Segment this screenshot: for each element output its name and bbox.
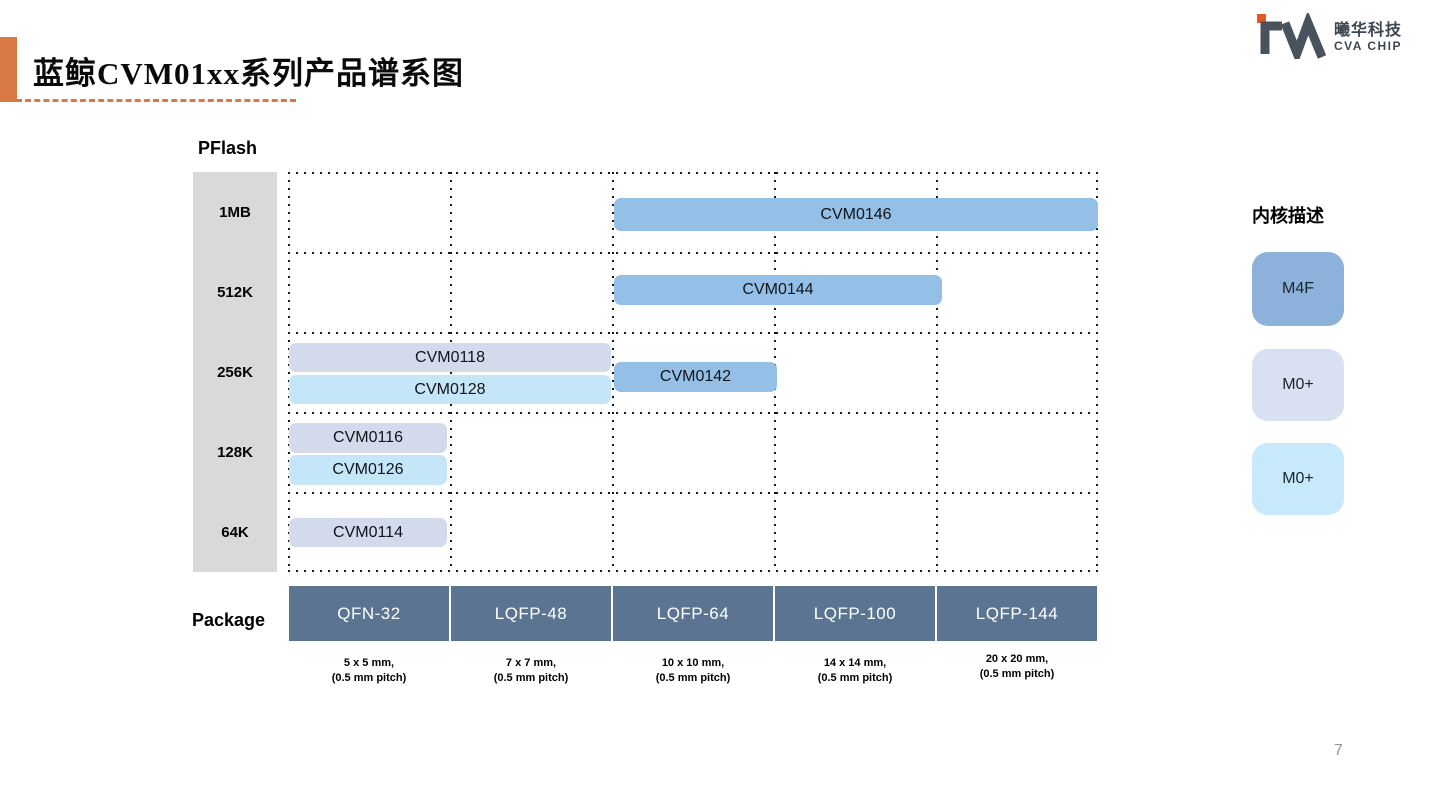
- grid-hline: [288, 492, 1098, 494]
- package-size-line1: 7 x 7 mm,: [505, 657, 557, 669]
- company-name-cn: 曦华科技: [1334, 22, 1403, 40]
- company-name: 曦华科技 CVA CHIP: [1334, 22, 1403, 54]
- legend-chip-m0plus-2: M0+: [1252, 443, 1344, 515]
- product-bar-cvm0118: CVM0118: [289, 343, 611, 372]
- package-size-qfn32: 5 x 5 mm, (0.5 mm pitch): [288, 656, 450, 686]
- x-axis-title: Package: [192, 610, 266, 630]
- product-bar-cvm0142: CVM0142: [614, 362, 777, 392]
- package-size-lqfp64: 10 x 10 mm, (0.5 mm pitch): [612, 656, 774, 686]
- page-number: 7: [1334, 742, 1343, 759]
- y-tick-1mb: 1MB: [219, 204, 251, 221]
- grid-hline: [288, 570, 1098, 572]
- legend-chip-m0plus-1: M0+: [1252, 349, 1344, 421]
- grid-vline: [612, 172, 614, 572]
- package-size-lqfp48: 7 x 7 mm, (0.5 mm pitch): [450, 656, 612, 686]
- cva-logo-mark-icon: [1248, 10, 1327, 66]
- package-size-line1: 14 x 14 mm,: [823, 657, 887, 669]
- package-size-line1: 20 x 20 mm,: [985, 653, 1049, 665]
- y-axis-band: [193, 172, 277, 572]
- package-size-line2: (0.5 mm pitch): [493, 671, 569, 684]
- package-size-line2: (0.5 mm pitch): [655, 671, 731, 684]
- company-name-en: CVA CHIP: [1334, 39, 1403, 54]
- package-size-line2: (0.5 mm pitch): [817, 671, 893, 684]
- package-size-line1: 10 x 10 mm,: [661, 657, 725, 669]
- package-size-line1: 5 x 5 mm,: [343, 657, 395, 669]
- package-cell-lqfp144: LQFP-144: [937, 586, 1097, 641]
- product-bar-cvm0114: CVM0114: [289, 518, 447, 547]
- package-size-lqfp100: 14 x 14 mm, (0.5 mm pitch): [774, 656, 936, 686]
- grid-vline: [936, 172, 938, 572]
- y-tick-64k: 64K: [221, 524, 249, 541]
- package-cell-lqfp64: LQFP-64: [613, 586, 773, 641]
- package-cell-lqfp100: LQFP-100: [775, 586, 935, 641]
- page-title: 蓝鲸CVM01xx系列产品谱系图: [33, 56, 465, 91]
- package-size-lqfp144: 20 x 20 mm, (0.5 mm pitch): [936, 652, 1098, 682]
- grid-hline: [288, 332, 1098, 334]
- package-size-line2: (0.5 mm pitch): [979, 667, 1055, 680]
- package-cell-lqfp48: LQFP-48: [451, 586, 611, 641]
- company-logo: 曦华科技 CVA CHIP: [1248, 10, 1428, 66]
- grid-vline: [288, 172, 290, 572]
- legend-title: 内核描述: [1252, 206, 1324, 226]
- y-tick-512k: 512K: [217, 284, 253, 301]
- y-tick-256k: 256K: [217, 364, 253, 381]
- product-bar-cvm0126: CVM0126: [289, 455, 447, 485]
- grid-vline: [450, 172, 452, 572]
- legend-chip-m4f: M4F: [1252, 252, 1344, 326]
- grid-hline: [288, 412, 1098, 414]
- product-bar-cvm0144: CVM0144: [614, 275, 942, 305]
- package-size-line2: (0.5 mm pitch): [331, 671, 407, 684]
- product-bar-cvm0116: CVM0116: [289, 423, 447, 453]
- grid-hline: [288, 252, 1098, 254]
- grid-hline: [288, 172, 1098, 174]
- package-cell-qfn32: QFN-32: [289, 586, 449, 641]
- grid-vline: [1096, 172, 1098, 572]
- product-bar-cvm0146: CVM0146: [614, 198, 1098, 231]
- title-accent-bar: [0, 37, 17, 102]
- product-bar-cvm0128: CVM0128: [289, 375, 611, 404]
- y-axis-title: PFlash: [198, 138, 258, 158]
- title-underline: [16, 99, 296, 102]
- y-tick-128k: 128K: [217, 444, 253, 461]
